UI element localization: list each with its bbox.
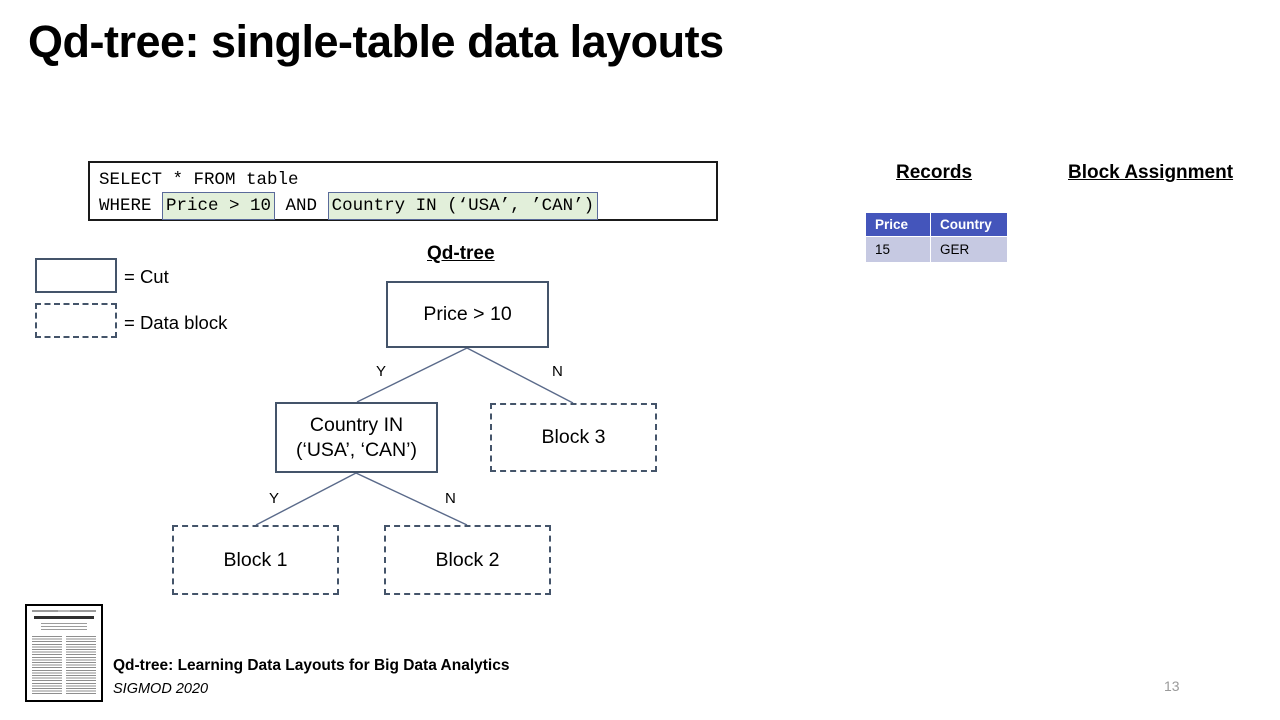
legend-swatch-data-block <box>35 303 117 338</box>
tree-node-block-3-label: Block 3 <box>541 426 606 448</box>
citation-title: Qd-tree: Learning Data Layouts for Big D… <box>113 657 510 674</box>
sql-predicate-country: Country IN (‘USA’, ’CAN’) <box>327 192 599 220</box>
records-heading: Records <box>896 162 973 183</box>
sql-keyword-where: WHERE <box>99 196 163 216</box>
tree-node-block-2-label: Block 2 <box>435 548 500 571</box>
column-header-price: Price <box>865 212 931 237</box>
thumb-column-right <box>66 636 96 696</box>
tree-node-price-cut[interactable]: Price > 10 <box>386 281 549 348</box>
thumb-authors-block <box>41 623 87 631</box>
sql-predicate-price: Price > 10 <box>162 192 276 220</box>
legend-label-cut: = Cut <box>124 266 169 287</box>
paper-thumbnail-content <box>27 606 101 700</box>
cell-price: 15 <box>865 236 931 263</box>
tree-node-price-label: Price > 10 <box>423 303 512 325</box>
column-header-country: Country <box>930 212 1008 237</box>
tree-node-country-cut[interactable]: Country IN (‘USA’, ‘CAN’) <box>275 402 438 473</box>
page-number: 13 <box>1164 678 1180 694</box>
thumb-header-rule <box>32 610 96 612</box>
legend-swatch-cut <box>35 258 117 293</box>
thumb-column-left <box>32 636 62 696</box>
table-row: 15 GER <box>865 236 1008 263</box>
tree-node-block-1-label: Block 1 <box>223 548 288 571</box>
tree-node-country-label-line1: Country IN <box>309 413 404 436</box>
tree-node-block-2[interactable]: Block 2 <box>384 525 551 595</box>
block-assignment-heading: Block Assignment <box>1068 162 1234 183</box>
sql-line-select: SELECT * FROM table <box>99 170 299 190</box>
edge-root-to-country <box>356 347 468 403</box>
qd-tree-heading: Qd-tree <box>427 243 495 264</box>
thumb-columns <box>32 636 96 696</box>
edge-label-country-no: N <box>445 490 456 507</box>
citation-venue: SIGMOD 2020 <box>113 681 209 697</box>
edge-label-country-yes: Y <box>269 490 280 507</box>
sql-query-box: SELECT * FROM table WHERE Price > 10 AND… <box>88 161 718 221</box>
sql-keyword-and: AND <box>275 196 328 216</box>
page-title: Qd-tree: single-table data layouts <box>28 16 724 67</box>
tree-node-block-1[interactable]: Block 1 <box>172 525 339 595</box>
table-header-row: Price Country <box>865 212 1008 237</box>
sql-line-where: WHERE Price > 10 AND Country IN (‘USA’, … <box>99 192 599 220</box>
paper-thumbnail-icon <box>25 604 103 702</box>
thumb-title-line <box>34 616 94 619</box>
legend-label-data-block: = Data block <box>124 312 228 333</box>
tree-node-country-label-line2: (‘USA’, ‘CAN’) <box>296 438 417 461</box>
tree-node-block-3[interactable]: Block 3 <box>490 403 657 472</box>
tree-node-country-label: Country IN (‘USA’, ‘CAN’) <box>296 413 417 463</box>
edge-label-root-yes: Y <box>376 363 387 380</box>
records-table: Price Country 15 GER <box>865 212 1008 263</box>
edge-label-root-no: N <box>552 363 563 380</box>
cell-country: GER <box>930 236 1008 263</box>
